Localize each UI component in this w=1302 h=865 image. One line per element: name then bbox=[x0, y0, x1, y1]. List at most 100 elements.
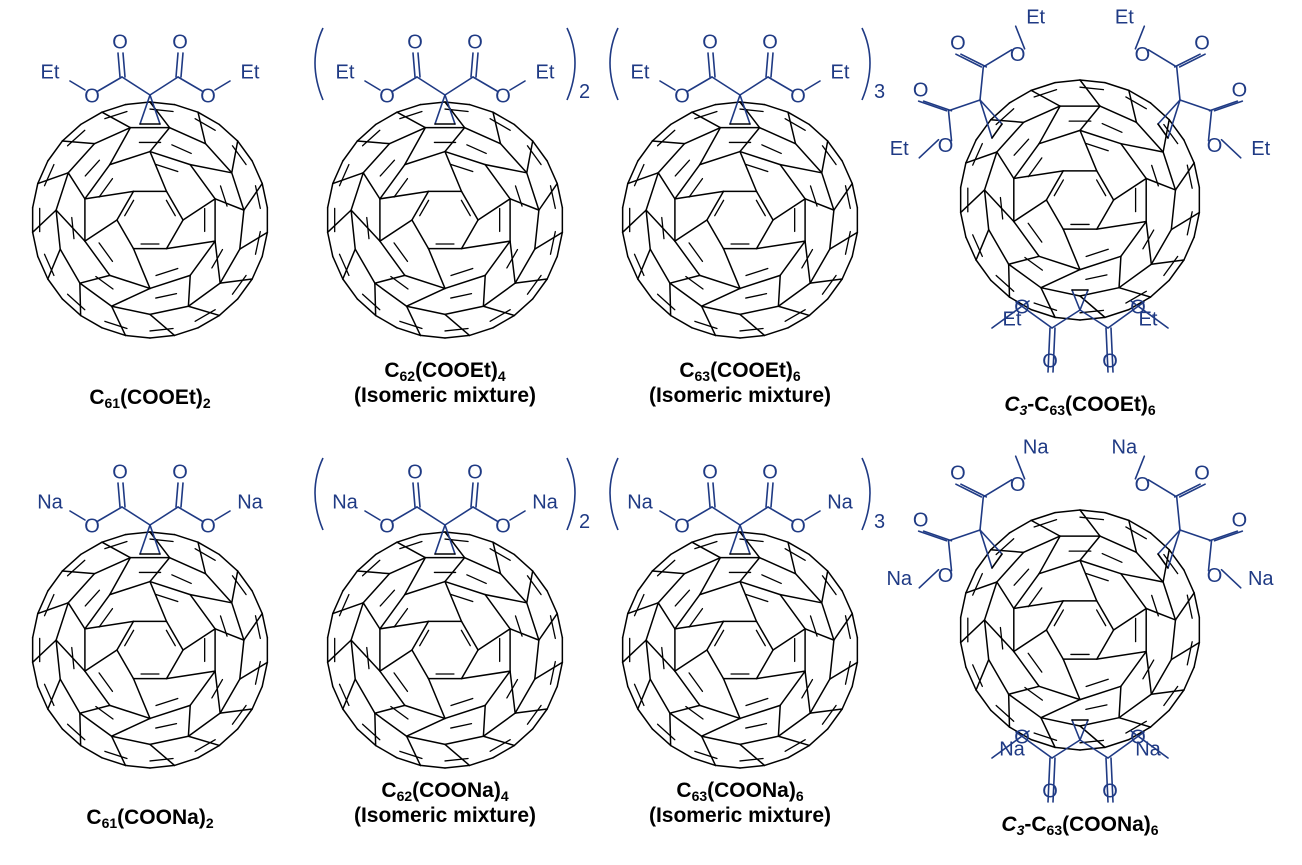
caption-c62-et: C62(COOEt)4(Isomeric mixture) bbox=[295, 358, 595, 408]
ester-oxygen: O bbox=[674, 515, 690, 537]
multiplier: 3 bbox=[874, 511, 885, 533]
carbonyl-oxygen: O bbox=[913, 509, 929, 531]
formula-main: C bbox=[381, 779, 397, 802]
symmetry-label: C3 bbox=[1001, 813, 1025, 838]
carbonyl-oxygen: O bbox=[950, 32, 966, 54]
ester-oxygen: O bbox=[790, 515, 806, 537]
formula-sub: 63 bbox=[1049, 402, 1066, 418]
formula-count: 6 bbox=[795, 788, 804, 804]
carbonyl-oxygen: O bbox=[702, 461, 718, 483]
carbonyl-oxygen: O bbox=[1102, 780, 1118, 802]
carbonyl-oxygen: O bbox=[407, 461, 423, 483]
formula-main: C bbox=[384, 359, 400, 382]
compound-note: (Isomeric mixture) bbox=[648, 384, 832, 407]
substituent-label: Et bbox=[1003, 308, 1022, 330]
compound-formula: C61(COONa)2 bbox=[0, 805, 300, 830]
substituent-label: Na bbox=[1248, 568, 1274, 590]
carbonyl-oxygen: O bbox=[172, 461, 188, 483]
substituent-label: Na bbox=[332, 491, 358, 513]
ester-oxygen: O bbox=[495, 515, 511, 537]
bracket-left bbox=[609, 27, 619, 101]
substituent-label: Na bbox=[999, 738, 1025, 760]
ester-oxygen: O bbox=[1014, 726, 1030, 748]
ester-oxygen: O bbox=[1130, 726, 1146, 748]
caption-c62-na: C62(COONa)4(Isomeric mixture) bbox=[295, 778, 595, 828]
carbonyl-oxygen: O bbox=[1042, 350, 1058, 372]
bracket-left bbox=[609, 457, 619, 531]
carbonyl-oxygen: O bbox=[467, 461, 483, 483]
formula-group: (COOEt) bbox=[415, 359, 498, 382]
bracket-left bbox=[314, 27, 324, 101]
caption-c3-c63-na: C3-C63(COONa)6 bbox=[930, 812, 1230, 837]
formula-main: C bbox=[679, 359, 695, 382]
multiplier: 2 bbox=[579, 81, 590, 103]
formula-sub: 61 bbox=[104, 395, 121, 411]
compound-formula: C3-C63(COOEt)6 bbox=[930, 392, 1230, 417]
ester-oxygen: O bbox=[938, 135, 954, 157]
carbonyl-oxygen: O bbox=[702, 31, 718, 53]
formula-count: 6 bbox=[792, 368, 801, 384]
carbonyl-oxygen: O bbox=[112, 461, 128, 483]
ester-oxygen: O bbox=[379, 85, 395, 107]
caption-c63-na: C63(COONa)6(Isomeric mixture) bbox=[590, 778, 890, 828]
formula-group: (COOEt) bbox=[1065, 393, 1148, 416]
carbonyl-oxygen: O bbox=[467, 31, 483, 53]
bracket-left bbox=[314, 457, 324, 531]
formula-group: (COONa) bbox=[117, 806, 206, 829]
formula-sub: 62 bbox=[399, 368, 416, 384]
carbonyl-oxygen: O bbox=[1042, 780, 1058, 802]
substituent-label: Et bbox=[890, 138, 909, 160]
compound-formula: C62(COONa)4 bbox=[295, 778, 595, 803]
compound-formula: C61(COOEt)2 bbox=[0, 385, 300, 410]
substituent-label: Na bbox=[886, 568, 912, 590]
formula-main: C bbox=[86, 806, 102, 829]
ester-oxygen: O bbox=[1130, 296, 1146, 318]
carbonyl-oxygen: O bbox=[950, 462, 966, 484]
formula-sub: 63 bbox=[694, 368, 711, 384]
ester-oxygen: O bbox=[938, 565, 954, 587]
formula-group: (COOEt) bbox=[710, 359, 793, 382]
substituent-label: Et bbox=[536, 61, 555, 83]
substituent-label: Na bbox=[37, 491, 63, 513]
substituent-label: Na bbox=[1112, 437, 1138, 459]
substituent-label: Et bbox=[41, 61, 60, 83]
carbonyl-oxygen: O bbox=[913, 79, 929, 101]
bracket-right bbox=[566, 457, 576, 531]
symmetry-label: C3 bbox=[1004, 393, 1028, 418]
ester-oxygen: O bbox=[1010, 44, 1026, 66]
formula-count: 2 bbox=[205, 815, 214, 831]
substituent-label: Et bbox=[1251, 138, 1270, 160]
bracket-right bbox=[566, 27, 576, 101]
substituent-label: Et bbox=[336, 61, 355, 83]
formula-main: C bbox=[676, 779, 692, 802]
bracket-right bbox=[861, 27, 871, 101]
formula-count: 4 bbox=[500, 788, 509, 804]
carbonyl-oxygen: O bbox=[112, 31, 128, 53]
ester-oxygen: O bbox=[1014, 296, 1030, 318]
substituent-label: Na bbox=[1023, 437, 1049, 459]
compound-formula: C63(COONa)6 bbox=[590, 778, 890, 803]
bracket-right bbox=[861, 457, 871, 531]
ester-oxygen: O bbox=[379, 515, 395, 537]
substituent-label: Et bbox=[631, 61, 650, 83]
caption-c61-et: C61(COOEt)2 bbox=[0, 385, 300, 410]
ester-oxygen: O bbox=[1207, 135, 1223, 157]
substituent-label: Et bbox=[1139, 308, 1158, 330]
substituent-label: Na bbox=[532, 491, 558, 513]
ester-oxygen: O bbox=[200, 515, 216, 537]
carbonyl-oxygen: O bbox=[1232, 79, 1248, 101]
ester-oxygen: O bbox=[1207, 565, 1223, 587]
substituent-label: Et bbox=[1026, 7, 1045, 29]
formula-count: 6 bbox=[1150, 822, 1159, 838]
carbonyl-oxygen: O bbox=[1194, 462, 1210, 484]
formula-group: (COOEt) bbox=[120, 386, 203, 409]
carbonyl-oxygen: O bbox=[1232, 509, 1248, 531]
formula-sub: 62 bbox=[396, 788, 413, 804]
formula-sub: 63 bbox=[691, 788, 708, 804]
substituent-label: Na bbox=[1135, 738, 1161, 760]
compound-note: (Isomeric mixture) bbox=[648, 804, 832, 827]
